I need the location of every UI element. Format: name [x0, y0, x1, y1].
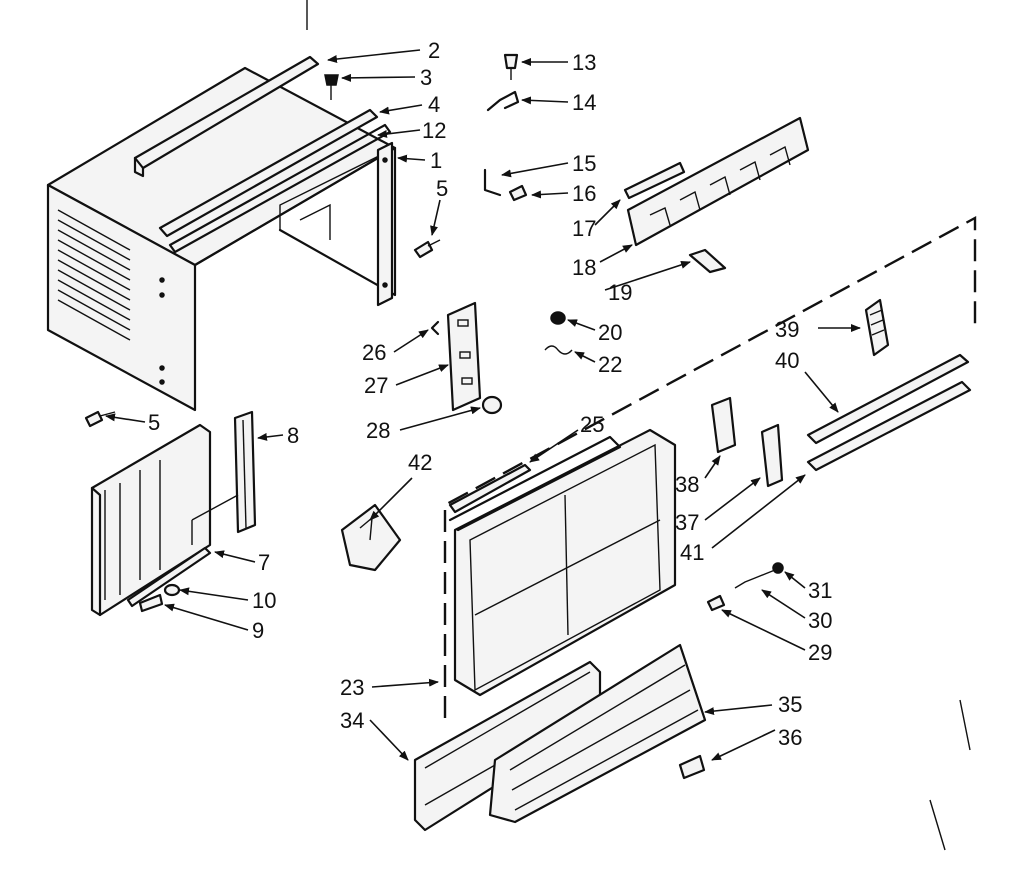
label-part-28: 28	[366, 418, 390, 443]
label-part-26: 26	[362, 340, 386, 365]
label-part-18: 18	[572, 255, 596, 280]
label-part-16: 16	[572, 181, 596, 206]
part-37	[760, 423, 784, 488]
clip-14	[486, 90, 520, 112]
label-part-10: 10	[252, 588, 276, 613]
label-part-38: 38	[675, 472, 699, 497]
bracket-15	[483, 168, 502, 197]
rail-4	[158, 108, 379, 238]
label-part-40: 40	[775, 348, 799, 373]
label-part-39: 39	[775, 317, 799, 342]
clip-26	[430, 320, 440, 336]
label-part-8: 8	[287, 423, 299, 448]
label-part-14: 14	[572, 90, 596, 115]
label-part-23: 23	[340, 675, 364, 700]
label-part-27: 27	[364, 373, 388, 398]
control-plate-27	[446, 301, 482, 412]
channel-8	[233, 410, 257, 534]
scan-mark-3	[929, 799, 946, 851]
label-part-19: 19	[608, 280, 632, 305]
strap-17	[623, 161, 686, 200]
pin-10	[163, 583, 181, 597]
leader-lines	[105, 49, 861, 761]
label-part-12: 12	[422, 118, 446, 143]
bar-40	[806, 353, 970, 445]
part-38	[710, 396, 737, 454]
label-part-5a: 5	[436, 176, 448, 201]
screw-5-right	[413, 239, 441, 259]
screw-13	[503, 53, 519, 80]
bar-41	[806, 380, 972, 472]
screw-29-30-31	[706, 562, 784, 612]
top-strip-25	[448, 463, 532, 514]
clip-19	[688, 248, 727, 274]
spring-22	[544, 345, 573, 355]
filter-36	[678, 754, 706, 780]
screw-3	[324, 74, 339, 100]
part-39	[864, 298, 890, 357]
scan-mark-2	[959, 699, 971, 751]
label-part-17: 17	[572, 216, 596, 241]
leader-link-8	[191, 494, 239, 545]
screw-16	[508, 184, 528, 202]
grille-35	[488, 643, 707, 824]
screw-5-left	[84, 410, 116, 428]
rail-12	[168, 123, 392, 254]
label-part-3: 3	[420, 65, 432, 90]
label-part-25: 25	[580, 412, 604, 437]
knob-28	[481, 395, 503, 415]
vent-bracket-18	[626, 116, 810, 247]
cabinet-shell	[46, 66, 397, 412]
knob-20	[550, 311, 566, 325]
label-part-5b: 5	[148, 410, 160, 435]
label-part-1: 1	[430, 148, 442, 173]
label-part-29: 29	[808, 640, 832, 665]
label-part-15: 15	[572, 151, 596, 176]
label-part-31: 31	[808, 578, 832, 603]
label-part-35: 35	[778, 692, 802, 717]
label-part-7: 7	[258, 550, 270, 575]
label-part-22: 22	[598, 352, 622, 377]
bar-7	[126, 546, 212, 608]
label-part-13: 13	[572, 50, 596, 75]
label-part-20: 20	[598, 320, 622, 345]
label-part-41: 41	[680, 540, 704, 565]
front-panel-frame	[448, 428, 677, 697]
label-part-30: 30	[808, 608, 832, 633]
part-labels: 2 3 4 12 1 5 5 8 7 10 9 13 14 15 16 17 1…	[148, 38, 832, 750]
label-part-34: 34	[340, 708, 364, 733]
top-rail-2	[133, 55, 320, 178]
label-part-42: 42	[408, 450, 432, 475]
label-part-2: 2	[428, 38, 440, 63]
label-part-9: 9	[252, 618, 264, 643]
label-part-36: 36	[778, 725, 802, 750]
part-42	[340, 503, 402, 572]
label-part-37: 37	[675, 510, 699, 535]
side-frame-1	[376, 141, 394, 307]
label-part-4: 4	[428, 92, 440, 117]
front-panel-outline	[443, 215, 977, 718]
pin-9	[138, 593, 164, 613]
side-curtain-panel	[90, 423, 212, 617]
